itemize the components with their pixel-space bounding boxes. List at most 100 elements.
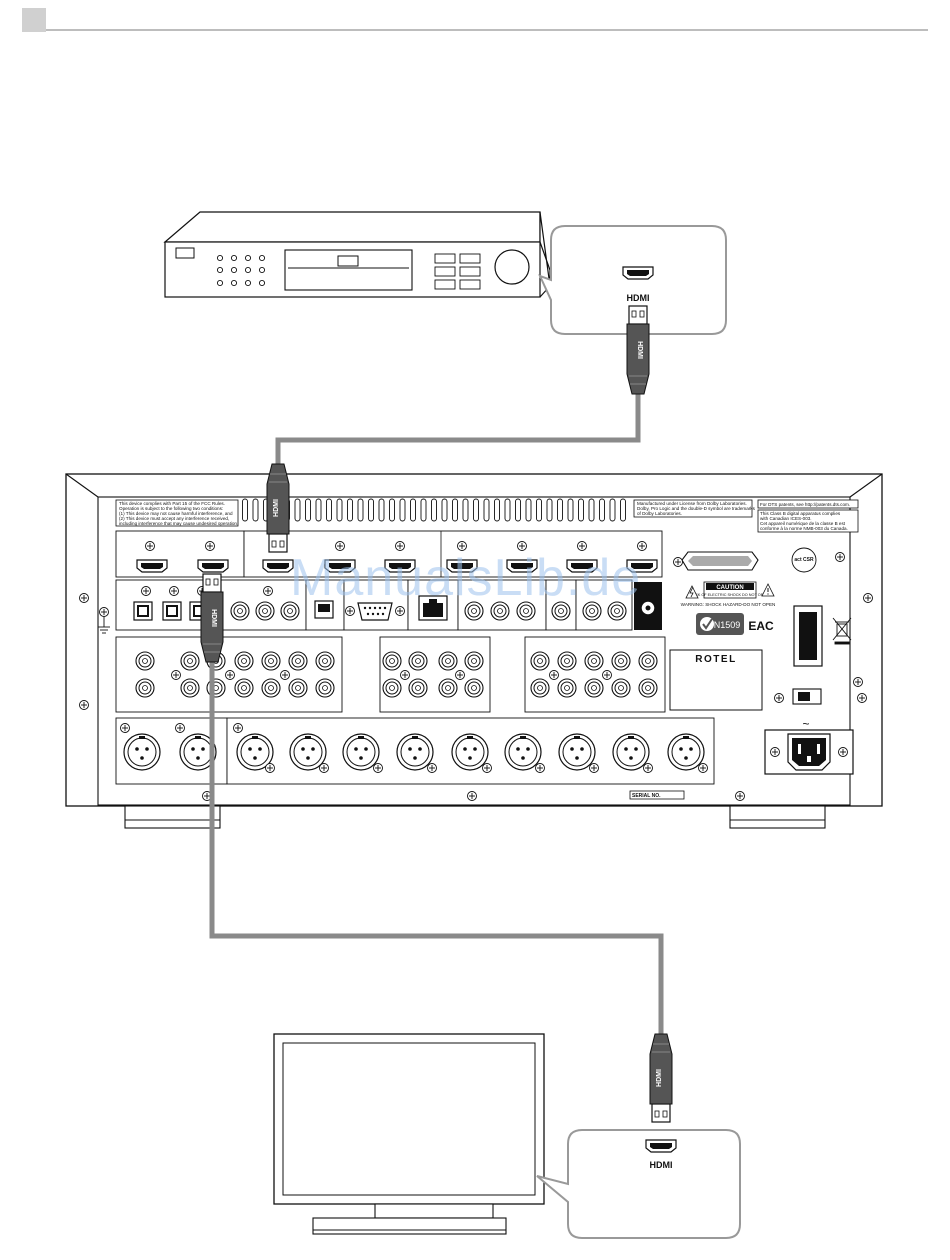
player-transport-buttons — [434, 253, 481, 290]
receiver-rear-panel: This device complies with Part 15 of the… — [65, 473, 883, 829]
caution-exclamation-icon — [761, 583, 775, 597]
vent-slot — [326, 498, 332, 522]
vent-slot — [305, 498, 311, 522]
player-keypad — [216, 254, 266, 287]
vent-slot — [588, 498, 595, 522]
dts-line: For DTS patents, see http://patents.dts.… — [760, 502, 850, 507]
vent-slot — [578, 498, 584, 522]
hdmi-plug-tv: HDMI — [649, 1033, 673, 1123]
brand-plate — [669, 649, 763, 711]
vent-slot — [473, 498, 479, 522]
hdmi-plug-receiver-output: HDMI — [200, 573, 224, 663]
hdmi-output-2-port — [197, 559, 229, 573]
tv-stand-neck — [374, 1203, 494, 1219]
vent-slot — [483, 498, 490, 522]
player-power-button — [175, 247, 195, 259]
vent-slot — [546, 498, 553, 522]
vent-slot — [336, 498, 343, 522]
vent-slot — [399, 498, 406, 522]
hdmi-cable-receiver-to-tv — [209, 660, 664, 1036]
vent-slot — [357, 498, 364, 522]
warning-text: WARNING: SHOCK HAZARD-DO NOT OPEN — [681, 602, 776, 607]
eac-mark: EAC — [748, 619, 774, 633]
hdmi-cable-source-to-receiver — [275, 392, 641, 470]
header-marker — [22, 8, 46, 32]
dts-notice-box — [757, 499, 859, 509]
dolby-line-1: Dolby, Pro Logic and the double-D symbol… — [637, 506, 756, 511]
fcc-line-4: including interference that may cause un… — [119, 521, 238, 526]
vent-slot — [536, 498, 542, 522]
receiver-foot-left — [124, 805, 221, 829]
hdmi-input-port-icon — [645, 1139, 677, 1153]
dolby-notice-box — [633, 499, 753, 518]
optical-in-2 — [162, 601, 182, 621]
vent-slot — [389, 498, 395, 522]
receiver-right-section: act CSR CAUTION RISK OF ELECTRIC SHOCK D… — [629, 547, 873, 800]
vent-slot — [420, 498, 427, 522]
weee-bin-icon — [832, 617, 852, 645]
cable-label-receiver-out: HDMI — [210, 609, 217, 627]
vent-slot — [452, 498, 458, 522]
act-badge-icon — [791, 547, 817, 573]
canada-line-0: This Class B digital apparatus complies — [760, 511, 841, 516]
vent-slot — [504, 498, 511, 522]
fcc-notice-box — [115, 499, 239, 527]
hdmi-port-label: HDMI — [627, 293, 650, 303]
cable-label-receiver-in: HDMI — [273, 499, 280, 517]
tv-stand-base — [312, 1217, 507, 1235]
xlr-connectors — [115, 717, 745, 801]
vent-slot — [567, 498, 574, 522]
hdmi-callout-tv: HDMI — [536, 1129, 741, 1239]
fcc-line-1: Operation is subject to the following tw… — [119, 506, 223, 511]
act-badge: act CSR — [794, 557, 814, 563]
dolby-line-0: Manufactured under License from Dolby La… — [637, 501, 747, 506]
watermark: ManualsLib.de — [290, 549, 642, 607]
vent-slot — [252, 498, 259, 522]
vent-slot — [378, 498, 385, 522]
vent-slot — [410, 498, 416, 522]
fcc-line-2: (1) This device may not cause harmful in… — [119, 511, 233, 516]
rs232-port — [357, 602, 393, 621]
caution-sub: RISK OF ELECTRIC SHOCK DO NOT OPEN — [691, 593, 768, 597]
hdmi-port-label-tv: HDMI — [650, 1160, 673, 1170]
ac-symbol: ~ — [802, 717, 809, 731]
hdmi-plug-source: HDMI — [626, 305, 650, 395]
fcc-line-3: (2) This device must accept any interfer… — [119, 516, 229, 521]
vent-slot — [599, 498, 605, 522]
caution-title: CAUTION — [716, 585, 743, 591]
vent-slot — [368, 498, 374, 522]
dolby-line-2: of Dolby Laboratories. — [637, 511, 682, 516]
serial-number-label — [629, 790, 685, 800]
hdmi-output-1-port — [136, 559, 168, 573]
source-player — [163, 211, 551, 298]
canada-line-1: with Canadian ICES-003. — [760, 516, 812, 521]
vent-slot — [525, 498, 532, 522]
certification-code: N1509 — [714, 620, 741, 630]
hdmi-plug-receiver-input: HDMI — [266, 463, 290, 553]
analog-rca-inputs — [79, 636, 666, 713]
vent-slot — [242, 498, 248, 522]
television — [273, 1033, 545, 1235]
canada-notice-box — [757, 509, 859, 533]
ground-terminal-icon — [98, 617, 110, 634]
fcc-line-0: This device complies with Part 15 of the… — [119, 501, 225, 506]
hdmi-callout-source: HDMI — [538, 225, 727, 335]
vent-slot — [294, 498, 301, 522]
shock-warning-icon — [685, 585, 699, 599]
vent-slot — [609, 498, 616, 522]
cable-label-tv: HDMI — [656, 1069, 663, 1087]
ventilation-slots — [242, 498, 626, 522]
brand-label: ROTEL — [695, 654, 736, 665]
cable-label-source: HDMI — [636, 341, 643, 359]
vent-slot — [347, 498, 353, 522]
player-volume-knob — [494, 249, 530, 285]
canada-line-3: conforme à la norme NMB-003 du Canada. — [760, 526, 848, 531]
vent-slot — [315, 498, 322, 522]
vent-slot — [441, 498, 448, 522]
serial-label: SERIAL NO. — [632, 793, 661, 799]
vent-slot — [515, 498, 521, 522]
vent-slot — [494, 498, 500, 522]
optical-in-1 — [133, 601, 153, 621]
receiver-foot-right — [729, 805, 826, 829]
